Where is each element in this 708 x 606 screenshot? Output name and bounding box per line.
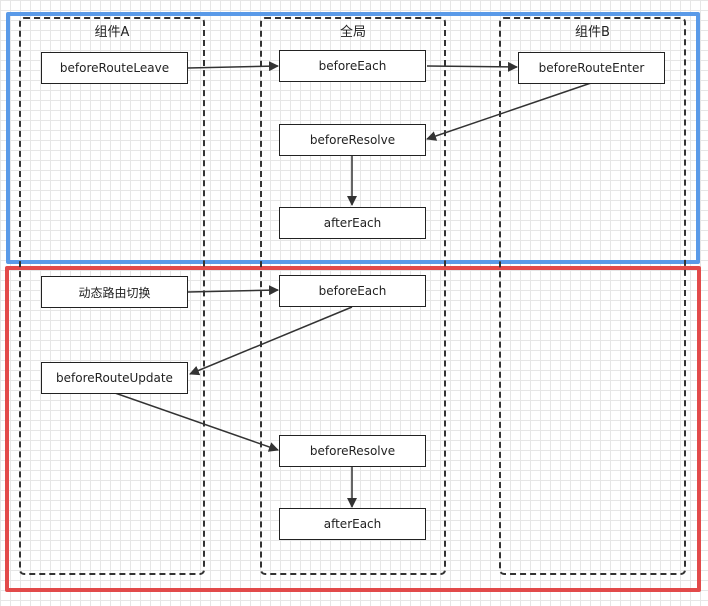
node-before-route-update: beforeRouteUpdate — [41, 362, 188, 394]
lane-title-global: 全局 — [339, 25, 366, 40]
node-before-each-1: beforeEach — [279, 50, 426, 82]
lane-title-component-b: 组件B — [575, 25, 610, 40]
node-after-each-1: afterEach — [279, 207, 426, 239]
lane-global: 全局 — [260, 17, 446, 575]
node-before-each-2: beforeEach — [279, 275, 426, 307]
full-navigation-frame — [6, 12, 700, 264]
node-before-route-leave: beforeRouteLeave — [41, 52, 188, 84]
node-before-resolve-1: beforeResolve — [279, 124, 426, 156]
dynamic-route-frame — [5, 266, 701, 592]
node-after-each-2: afterEach — [279, 508, 426, 540]
lane-component-b: 组件B — [499, 17, 686, 575]
node-before-route-enter: beforeRouteEnter — [518, 52, 665, 84]
lane-title-component-a: 组件A — [94, 25, 130, 40]
node-before-resolve-2: beforeResolve — [279, 435, 426, 467]
lane-component-a: 组件A — [19, 17, 205, 575]
node-dynamic-route-switch: 动态路由切换 — [41, 276, 188, 308]
